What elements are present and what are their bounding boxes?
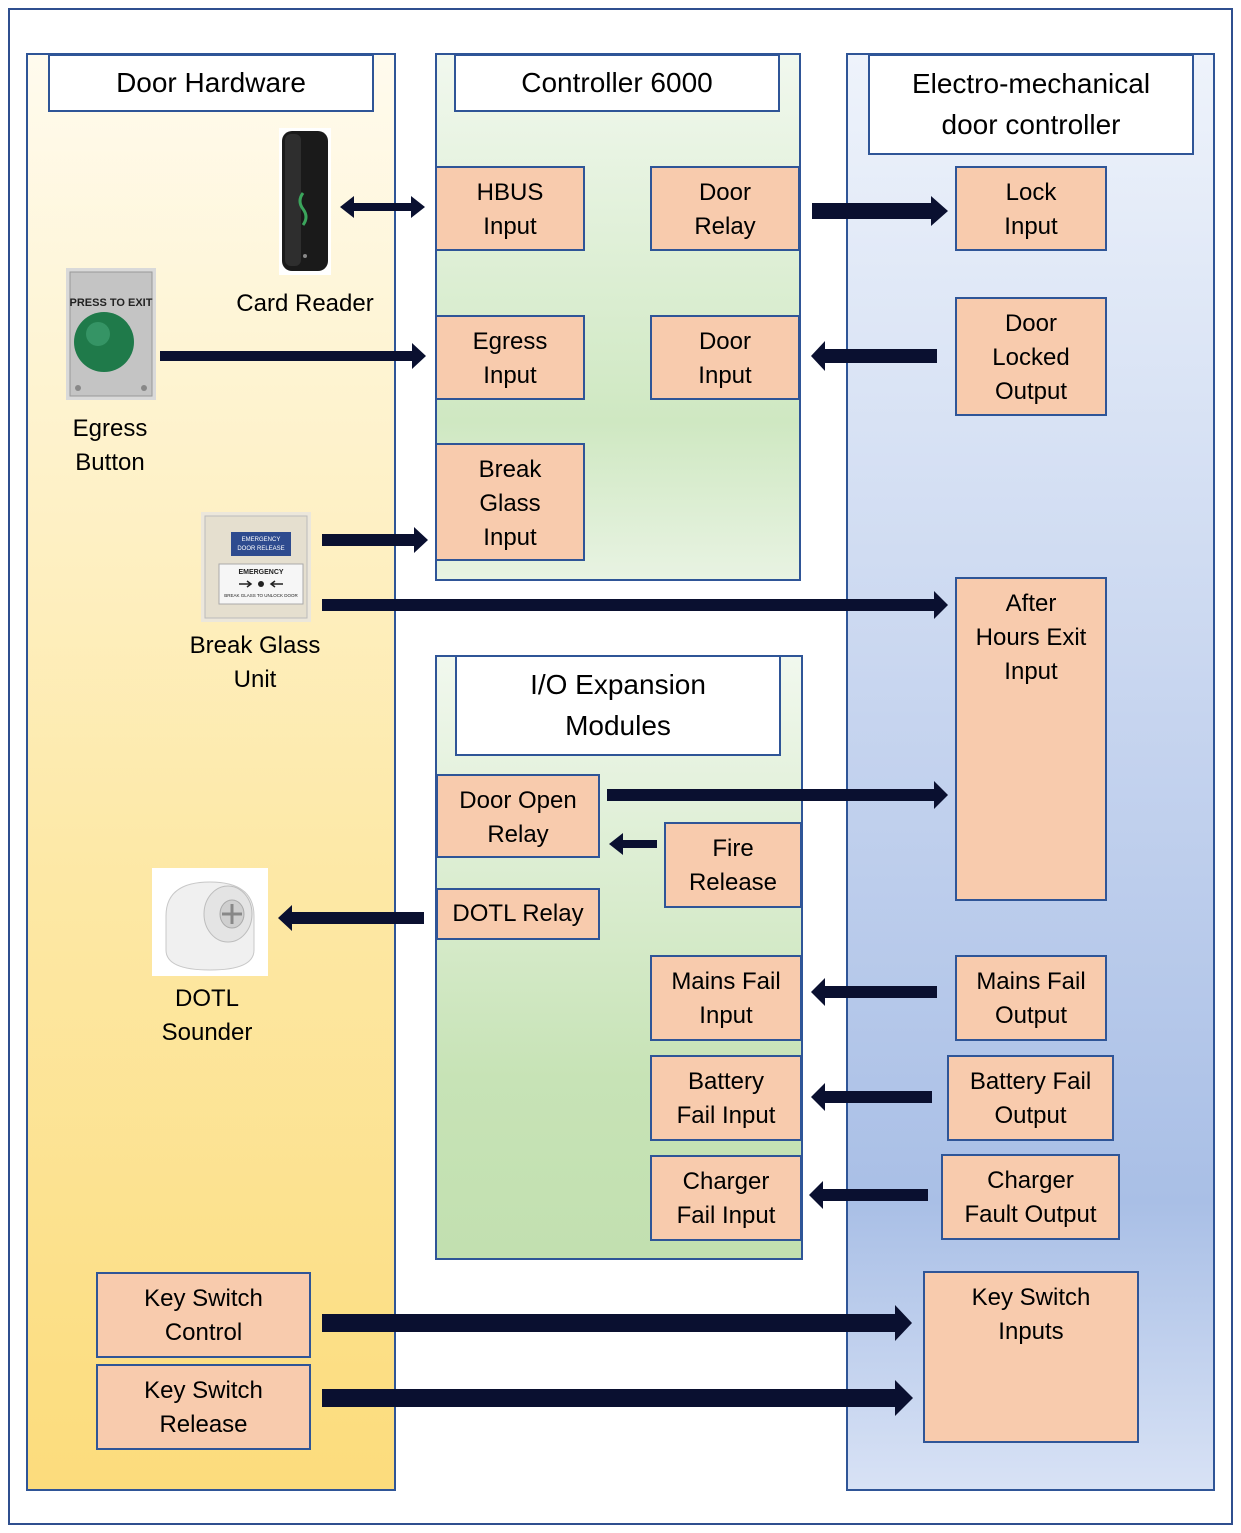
egress-input-box: Egress Input [435, 315, 585, 400]
dotl-sounder-label: DOTL Sounder [161, 985, 253, 1047]
egress-button-label: Egress Button [72, 415, 148, 477]
break-glass-input-box: Break Glass Input [435, 443, 585, 561]
egress-button-icon: PRESS TO EXIT [66, 268, 156, 400]
door-open-relay-arrow [607, 781, 948, 809]
mains-fail-output-box: Mains Fail Output [955, 955, 1107, 1041]
key-switch-inputs-box: Key Switch Inputs [923, 1271, 1139, 1443]
battery-fail-arrow [811, 1083, 932, 1111]
break-glass-unit-icon: EMERGENCY DOOR RELEASE EMERGENCY BREAK G… [201, 512, 311, 622]
egress-button-arrow [160, 343, 426, 369]
break-glass-to-unlock-text: BREAK GLASS TO UNLOCK DOOR [224, 593, 298, 598]
door-open-relay-box: Door Open Relay [436, 774, 600, 858]
door-relay-lock-arrow [812, 196, 948, 226]
break-glass-input-arrow [322, 527, 428, 553]
card-reader-label: Card Reader [236, 290, 374, 317]
door-controller-title: Electro-mechanical door controller [868, 54, 1194, 155]
dotl-sounder-icon [152, 868, 268, 976]
key-switch-release-box: Key Switch Release [96, 1364, 311, 1450]
key-switch-release-arrow [322, 1380, 913, 1416]
break-glass-unit-label: Break Glass Unit [189, 632, 321, 694]
charger-fault-arrow [809, 1181, 928, 1209]
door-input-box: Door Input [650, 315, 800, 400]
outer-frame [8, 8, 1233, 1525]
mains-fail-input-box: Mains Fail Input [650, 955, 802, 1041]
hbus-input-box: HBUS Input [435, 166, 585, 251]
io-expansion-title: I/O Expansion Modules [455, 655, 781, 756]
emergency-door-release-line1: EMERGENCY [242, 537, 281, 543]
mains-fail-arrow [811, 978, 937, 1006]
dotl-relay-box: DOTL Relay [436, 888, 600, 940]
charger-fail-input-box: Charger Fail Input [650, 1155, 802, 1241]
card-reader-icon [279, 128, 331, 275]
controller-title: Controller 6000 [454, 54, 780, 112]
after-hours-exit-input-box: After Hours Exit Input [955, 577, 1107, 901]
door-hardware-title: Door Hardware [48, 54, 374, 112]
card-reader-hbus-arrow [340, 196, 425, 218]
door-locked-output-arrow [811, 341, 937, 371]
charger-fault-output-box: Charger Fault Output [941, 1154, 1120, 1240]
lock-input-box: Lock Input [955, 166, 1107, 251]
dotl-relay-sounder-arrow [278, 905, 424, 931]
fire-release-arrow [609, 833, 657, 855]
fire-release-box: Fire Release [664, 822, 802, 908]
emergency-text: EMERGENCY [238, 569, 283, 576]
door-locked-output-box: Door Locked Output [955, 297, 1107, 416]
break-glass-after-hours-arrow [322, 591, 948, 619]
key-switch-control-box: Key Switch Control [96, 1272, 311, 1358]
battery-fail-input-box: Battery Fail Input [650, 1055, 802, 1141]
key-switch-control-arrow [322, 1305, 912, 1341]
press-to-exit-text: PRESS TO EXIT [70, 297, 153, 309]
door-relay-box: Door Relay [650, 166, 800, 251]
emergency-door-release-line2: DOOR RELEASE [237, 546, 284, 552]
battery-fail-output-box: Battery Fail Output [947, 1055, 1114, 1141]
